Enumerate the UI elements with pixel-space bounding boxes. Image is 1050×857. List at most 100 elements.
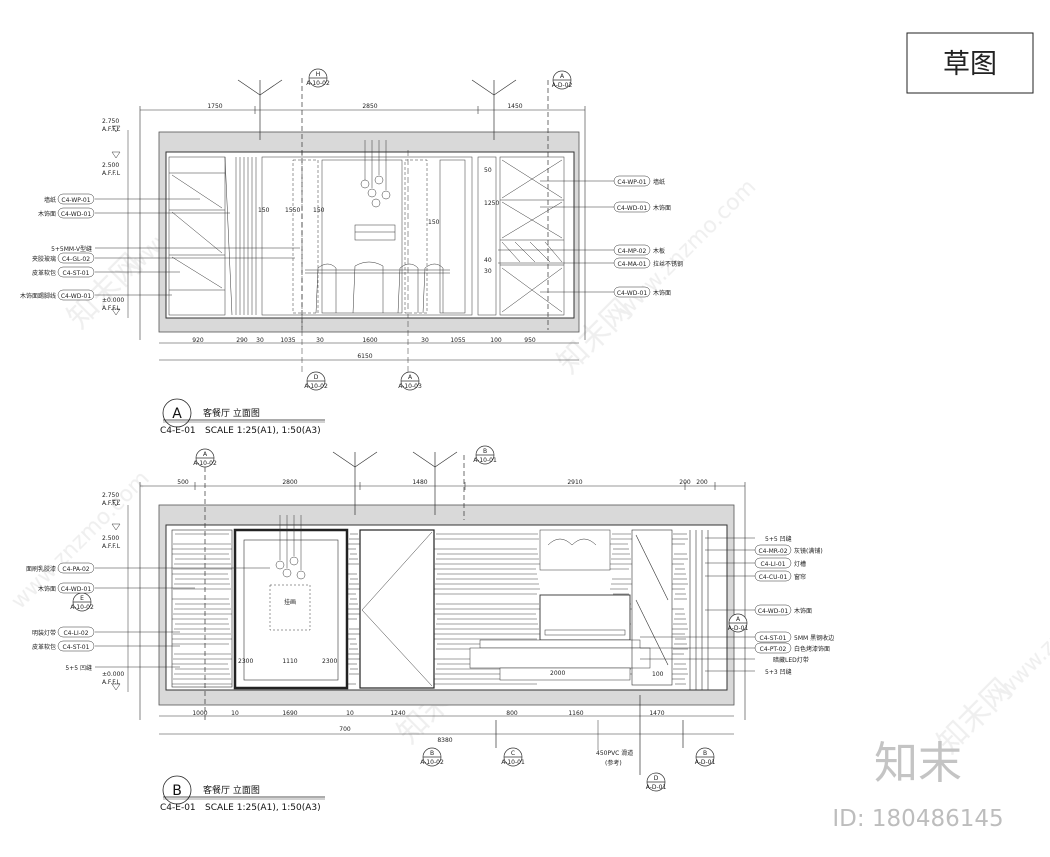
elev-a-inner-dim: 40 [484, 257, 492, 264]
elev-a-bottom-dimensions [159, 342, 579, 361]
watermark-site: www.znzmo.com [993, 555, 1050, 703]
callout-pill [57, 640, 95, 652]
elev-a-inner-dim: 50 [484, 167, 492, 174]
elev-b-bottom-dim: 1160 [568, 710, 583, 717]
elev-b-marker-letter: B [172, 783, 182, 799]
elev-b-right-callout-lines [640, 537, 755, 672]
elev-a-level-markers [111, 125, 129, 318]
elev-b-section-code: A-10-02 [193, 460, 217, 467]
callout-pill [57, 562, 95, 574]
elev-a-bottom-dim: 30 [256, 337, 264, 344]
callout-pill [613, 175, 651, 187]
elev-b-total-dim: 8380 [437, 737, 452, 744]
elev-a-section-mark [400, 371, 420, 391]
elev-a-inner-dim: 150 [428, 219, 440, 226]
elev-b-sheet-code: C4-E-01 [160, 803, 196, 813]
elev-b-level-label: ±0.000 [102, 671, 124, 678]
elev-a-bottom-dim: 290 [236, 337, 248, 344]
elev-b-sub-total: 700 [339, 726, 351, 733]
elev-a-level-sub: A.F.F.L [102, 126, 121, 133]
callout-code: C4-MP-02 [618, 248, 647, 255]
watermark-id: ID: 180486145 [832, 806, 1003, 832]
callout-code: C4-ST-01 [760, 635, 787, 642]
callout-pill [57, 252, 95, 264]
elev-b-section-letter: A [736, 616, 741, 623]
callout-desc: 灯槽 [794, 560, 806, 568]
elev-a-top-dim: 1750 [207, 103, 222, 110]
elevation-a: 1750 2850 1450 [20, 68, 683, 436]
elev-a-inner-dim: 150 [313, 207, 325, 214]
callout-pill [754, 557, 792, 569]
callout-desc: 木饰面 [38, 585, 56, 593]
elev-b-section-code: A-10-02 [70, 604, 94, 611]
callout-desc: 暗藏LED灯带 [773, 656, 809, 664]
callout-desc: 木饰面 [653, 204, 671, 212]
callout-pill [613, 286, 651, 298]
callout-code: C4-LI-01 [760, 561, 785, 568]
callout-code: C4-PA-02 [62, 566, 89, 573]
callout-pill [613, 257, 651, 269]
callout-desc: 木饰面 [38, 210, 56, 218]
callout-pill [754, 631, 792, 643]
elev-b-bottom-dim: 10 [346, 710, 354, 717]
elev-a-bottom-dim: 1600 [362, 337, 377, 344]
elev-a-bottom-dim: 30 [316, 337, 324, 344]
elev-a-level-label: 2.750 [102, 118, 119, 125]
callout-desc: 墙纸 [653, 178, 665, 186]
elev-a-section-letter: H [316, 71, 321, 78]
callout-pill [57, 193, 95, 205]
elev-a-inner-dim: 1250 [484, 200, 499, 207]
elev-b-section-mark [195, 448, 215, 720]
elev-b-section-letter: A [203, 451, 208, 458]
elev-a-total-dim: 6150 [357, 353, 372, 360]
elev-b-section-letter: B [430, 750, 434, 757]
elev-a-left-callouts: 墙纸 C4-WP-01 木饰面 C4-WD-01 5+5MM-V型缝 夹胶玻璃 … [20, 193, 95, 301]
elev-b-section-code: A-D-01 [728, 625, 749, 632]
elev-b-section-mark [682, 720, 715, 767]
callout-code: C4-PT-02 [760, 646, 787, 653]
elev-b-top-dimensions [139, 482, 746, 720]
elev-a-sheet-code: C4-E-01 [160, 426, 196, 436]
elev-b-bottom-dim: 1470 [649, 710, 664, 717]
callout-desc: 面刷乳胶漆 [26, 565, 56, 573]
elev-b-scale: SCALE 1:25(A1), 1:50(A3) [205, 803, 321, 813]
callout-desc: 白色烤漆饰面 [794, 645, 830, 653]
callout-desc: 5+5 凹缝 [65, 664, 92, 672]
elev-b-bottom-dim: 1690 [282, 710, 297, 717]
elev-b-view-arrow [332, 451, 458, 515]
elev-b-title-block [162, 775, 325, 805]
elev-a-right-callout-lines [498, 180, 614, 293]
elev-b-bottom-dim: 1000 [192, 710, 207, 717]
callout-desc: 皮革软包 [32, 269, 56, 277]
callout-desc: 拉丝不锈钢 [653, 260, 683, 268]
elev-b-title: 客餐厅 立面图 [203, 784, 260, 796]
elev-b-section-mark [422, 747, 442, 767]
elev-b-bottom-dimensions [159, 715, 734, 735]
elev-a-left-panel [168, 156, 233, 316]
elev-a-section-code: A-10-02 [304, 383, 328, 390]
sketch-stamp-box [906, 32, 1034, 94]
elev-a-level-label: 2.500 [102, 162, 119, 169]
callout-pill [754, 544, 792, 556]
callout-code: C4-WD-01 [758, 608, 788, 615]
callout-desc: 5+5MM-V型缝 [51, 245, 92, 253]
callout-pill [57, 582, 95, 594]
elev-a-bottom-dim: 1055 [450, 337, 465, 344]
elev-b-door-panel [359, 529, 435, 689]
callout-code: C4-ST-01 [63, 644, 90, 651]
callout-desc: 夹胶玻璃 [32, 255, 56, 263]
callout-code: C4-WD-01 [61, 211, 91, 218]
callout-code: C4-WD-01 [61, 586, 91, 593]
elev-b-section-code: A-D-01 [695, 759, 716, 766]
elev-b-section-letter: C [511, 750, 515, 757]
callout-code: C4-WP-01 [617, 179, 646, 186]
callout-desc: 窗帘 [794, 573, 806, 581]
elev-b-wood-grain [172, 533, 688, 685]
callout-pill [57, 207, 95, 219]
elev-a-section-mark [301, 68, 328, 330]
elev-b-level-label: 2.500 [102, 535, 119, 542]
elev-b-section-mark [639, 695, 666, 792]
elev-b-bottom-note: 450PVC 滑道 [596, 749, 633, 757]
callout-code: C4-WD-01 [617, 205, 647, 212]
